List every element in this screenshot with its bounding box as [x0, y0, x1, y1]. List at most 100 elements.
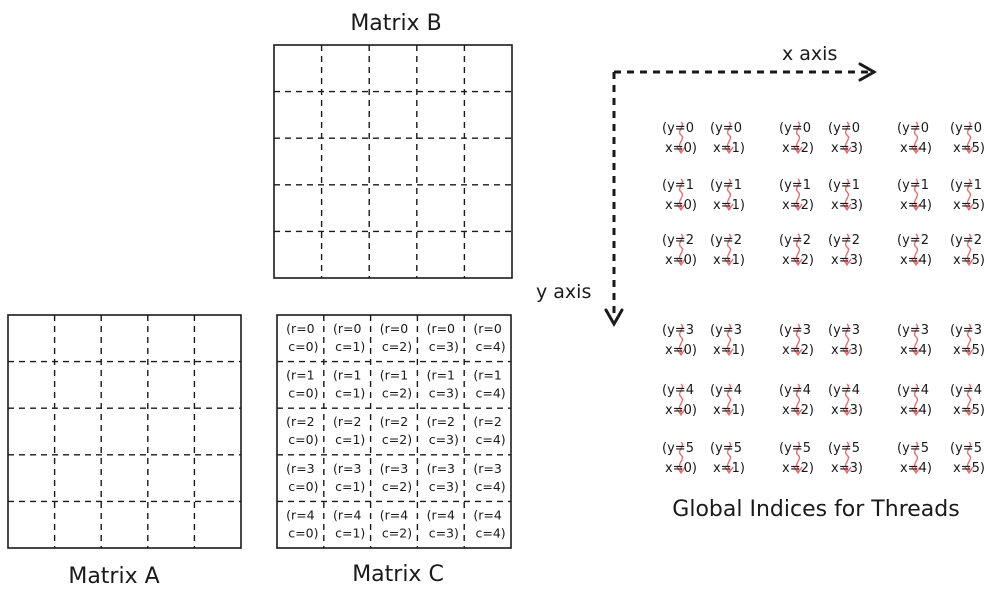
thread-arrow-head-icon — [842, 203, 852, 212]
thread-arrow-head-icon — [793, 466, 803, 475]
thread-squiggle-arrow-icon — [913, 441, 919, 472]
matrix-c-cell-row-label: (r=1 — [333, 368, 361, 383]
thread-label-y: (y=4 — [662, 383, 694, 398]
thread-arrow-head-icon — [724, 258, 734, 267]
thread-label-y: (y=2 — [710, 233, 742, 248]
thread-label: (y=5x=3) — [828, 441, 863, 476]
thread-label: (y=1x=1) — [710, 178, 745, 213]
thread-arrow-head-icon — [676, 348, 686, 357]
thread-squiggle-arrow-icon — [795, 383, 801, 414]
matrix-c-cell-row-label: (r=0 — [427, 321, 455, 336]
matrix-a-grid — [7, 314, 242, 549]
matrix-c-cell-row-label: (r=0 — [380, 321, 408, 336]
matrix-b: Matrix B — [273, 11, 513, 279]
thread-label-x: x=4) — [900, 253, 932, 268]
thread-arrow-head-icon — [964, 466, 974, 475]
thread-label-x: x=1) — [713, 141, 745, 156]
thread-label-x: x=3) — [831, 461, 863, 476]
thread-label: (y=4x=0) — [662, 383, 697, 418]
thread-label-y: (y=0 — [779, 121, 811, 136]
thread-label: (y=1x=2) — [779, 178, 814, 213]
thread-label-x: x=2) — [782, 403, 814, 418]
thread-label-y: (y=0 — [710, 121, 742, 136]
thread-arrow-head-icon — [793, 203, 803, 212]
thread-label-y: (y=1 — [950, 178, 982, 193]
thread-label-x: x=2) — [782, 198, 814, 213]
thread-grid: (y=0x=0)(y=0x=1)(y=0x=2)(y=0x=3)(y=0x=4)… — [662, 121, 985, 476]
thread-label: (y=4x=5) — [950, 383, 985, 418]
thread-label-y: (y=2 — [950, 233, 982, 248]
thread-squiggle-arrow-icon — [726, 323, 732, 354]
thread-arrow-head-icon — [842, 408, 852, 417]
thread-label-x: x=5) — [953, 141, 985, 156]
thread-squiggle-arrow-icon — [795, 233, 801, 264]
matrix-c-cell-col-label: c=4) — [476, 432, 506, 447]
thread-arrow-head-icon — [724, 466, 734, 475]
thread-label-y: (y=5 — [779, 441, 811, 456]
thread-arrow-head-icon — [676, 146, 686, 155]
matrix-c-cell-row-label: (r=2 — [286, 414, 314, 429]
thread-label-x: x=0) — [665, 198, 697, 213]
thread-label-y: (y=4 — [779, 383, 811, 398]
matrix-c-cell-col-label: c=2) — [382, 432, 412, 447]
matrix-c-cell-col-label: c=3) — [429, 479, 459, 494]
matrix-c-cell-row-label: (r=3 — [473, 461, 501, 476]
thread-squiggle-arrow-icon — [678, 323, 684, 354]
thread-arrow-head-icon — [724, 408, 734, 417]
thread-label-x: x=1) — [713, 403, 745, 418]
thread-squiggle-arrow-icon — [913, 121, 919, 152]
thread-squiggle-arrow-icon — [844, 121, 850, 152]
thread-label: (y=5 x=2) — [779, 441, 814, 476]
matrix-b-title: Matrix B — [350, 11, 441, 36]
matrix-b-border — [273, 44, 513, 279]
thread-label-y: (y=3 — [710, 323, 742, 338]
thread-label-x: x=4) — [900, 141, 932, 156]
thread-label-y: (y=2 — [897, 233, 929, 248]
matrix-c-cell-row-label: (r=4 — [286, 507, 314, 522]
thread-label-x: x=1) — [713, 343, 745, 358]
matrix-a: Matrix A — [7, 314, 242, 589]
thread-label: (y=3x=0) — [662, 323, 697, 358]
matrix-c-cell-col-label: c=0) — [288, 479, 318, 494]
matrix-c-cell-col-label: c=0) — [288, 432, 318, 447]
matrix-c-cell-col-label: c=2) — [382, 339, 412, 354]
thread-squiggle-arrow-icon — [678, 178, 684, 209]
thread-label-y: (y=3 — [662, 323, 694, 338]
thread-label-y: (y=4 — [828, 383, 860, 398]
thread-label: (y=4 x=2) — [779, 383, 814, 418]
thread-squiggle-arrow-icon — [844, 323, 850, 354]
matrix-c-cell-col-label: c=1) — [335, 525, 365, 540]
thread-label-x: x=4) — [900, 343, 932, 358]
thread-arrow-head-icon — [911, 348, 921, 357]
y-axis-arrow-icon — [604, 308, 624, 328]
x-axis-label: x axis — [782, 43, 837, 65]
matrix-c-cell-col-label: c=0) — [288, 525, 318, 540]
thread-label-x: x=1) — [713, 461, 745, 476]
thread-arrow-head-icon — [911, 203, 921, 212]
thread-arrow-head-icon — [842, 348, 852, 357]
matrix-c-cell-col-label: c=0) — [288, 386, 318, 401]
thread-label-y: (y=0 — [828, 121, 860, 136]
matrix-c-cell-col-label: c=4) — [476, 339, 506, 354]
thread-arrow-head-icon — [676, 408, 686, 417]
thread-label-x: x=5) — [953, 198, 985, 213]
thread-axes: x axis y axis — [536, 43, 878, 328]
thread-label-x: x=5) — [953, 253, 985, 268]
thread-label: (y=3 x=1) — [710, 323, 745, 358]
thread-label: (y=3x=3) — [828, 323, 863, 358]
thread-label-x: x=0) — [665, 141, 697, 156]
matrix-c-cell-col-label: c=1) — [335, 386, 365, 401]
matrix-c-cell-row-label: (r=2 — [473, 414, 501, 429]
thread-label-y: (y=1 — [897, 178, 929, 193]
thread-label-x: x=4) — [900, 198, 932, 213]
y-axis-label: y axis — [536, 281, 591, 303]
matrix-c-cell-row-label: (r=2 — [427, 414, 455, 429]
thread-arrow-head-icon — [793, 146, 803, 155]
thread-label-y: (y=0 — [897, 121, 929, 136]
thread-label-x: x=2) — [782, 461, 814, 476]
thread-squiggle-arrow-icon — [678, 233, 684, 264]
thread-arrow-head-icon — [842, 466, 852, 475]
thread-arrow-head-icon — [842, 258, 852, 267]
thread-squiggle-arrow-icon — [726, 121, 732, 152]
